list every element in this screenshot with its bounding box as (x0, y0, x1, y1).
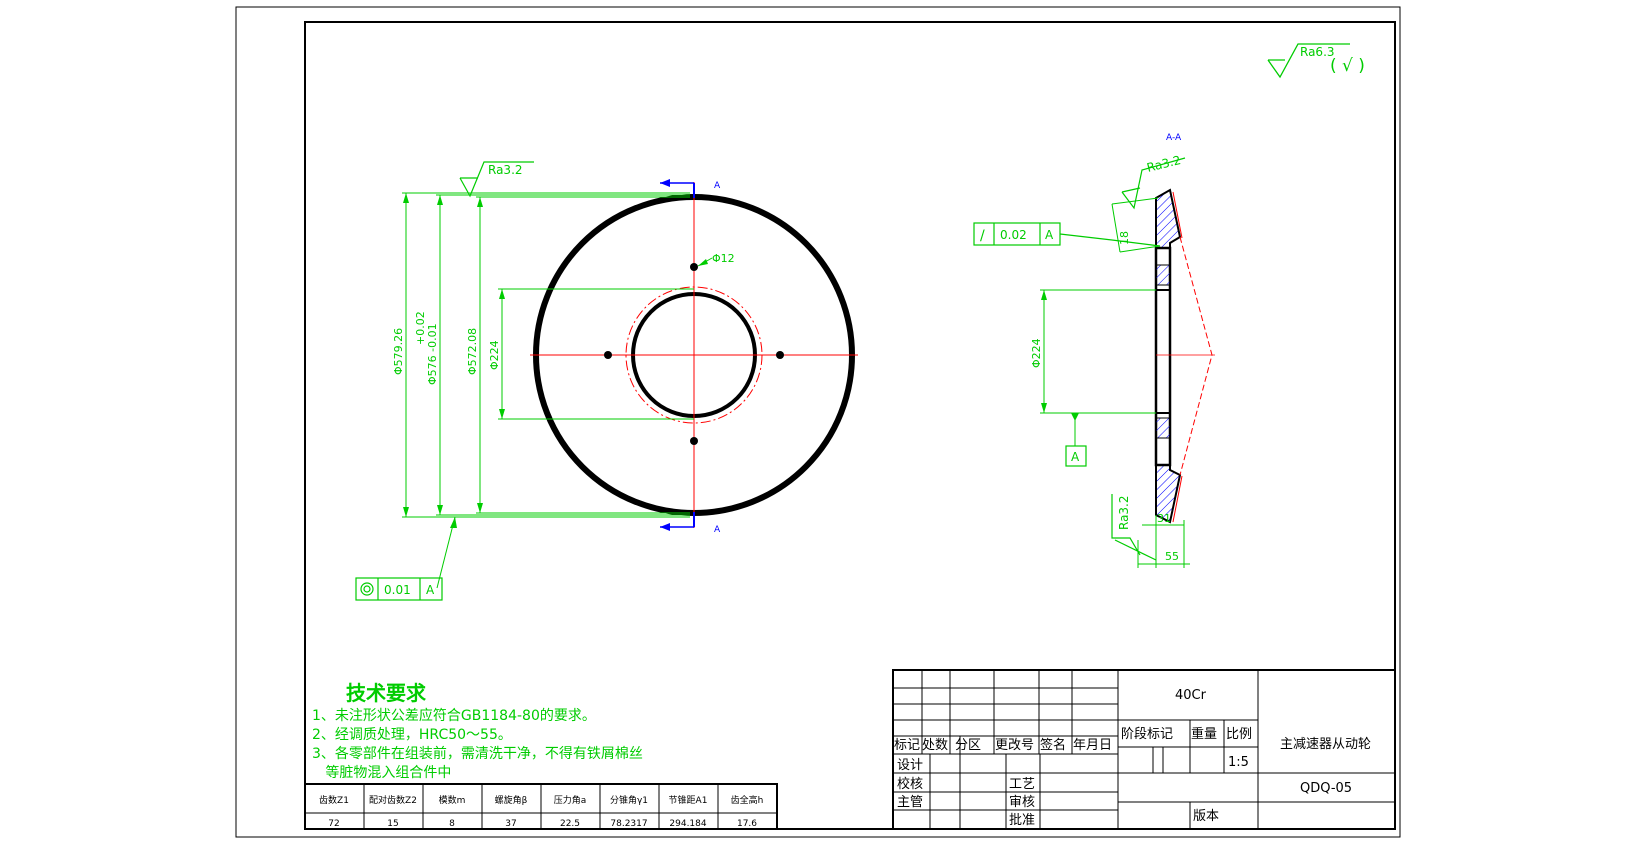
tb-label-design: 设计 (897, 758, 923, 773)
section-mark-bottom: A (714, 525, 721, 535)
bolt-hole-bottom (690, 437, 698, 445)
tb-label-process: 工艺 (1009, 777, 1035, 792)
gear-header-5: 压力角a (554, 794, 587, 806)
gear-value-4: 37 (505, 819, 516, 829)
tb-label-stage: 阶段标记 (1121, 727, 1173, 742)
tb-label-date: 年月日 (1073, 738, 1112, 753)
tb-label-zone: 分区 (955, 738, 981, 753)
front-gdt-value: 0.01 (384, 583, 411, 597)
gear-value-2: 15 (387, 819, 398, 829)
section-view-label: A-A (1166, 133, 1182, 143)
bolt-hole-top (690, 263, 698, 271)
gear-value-7: 294.184 (669, 819, 706, 829)
dim-hole-diameter: Φ12 (712, 252, 735, 265)
tb-part-name: 主减速器从动轮 (1280, 737, 1371, 752)
section-datum-label: A (1071, 450, 1080, 464)
tb-label-mark: 标记 (894, 738, 920, 753)
front-gdt-datum: A (426, 583, 435, 597)
section-gdt-datum: A (1045, 228, 1054, 242)
tech-req-item-1: 1、未注形状公差应符合GB1184-80的要求。 (312, 707, 596, 724)
tech-req-title: 技术要求 (346, 681, 427, 705)
tb-label-weight: 重量 (1191, 726, 1217, 742)
section-view: A-A / 0.02 A Ra3.2 18 (973, 133, 1215, 568)
tb-label-sign: 签名 (1040, 737, 1066, 753)
gear-header-3: 模数m (439, 794, 466, 806)
bolt-hole-left (604, 351, 612, 359)
tb-scale-value: 1:5 (1228, 755, 1249, 770)
title-block: 标记 处数 分区 更改号 签名 年月日 设计 校核 主管 工艺 审核 批准 阶段… (892, 669, 1396, 830)
tech-requirements: 技术要求 1、未注形状公差应符合GB1184-80的要求。 2、经调质处理，HR… (312, 681, 643, 781)
dim-outer-diameter: Φ579.26 (392, 328, 405, 375)
dim-tolerance-diameter: Φ576 -0.01 (426, 323, 439, 385)
tb-drawing-number: QDQ-05 (1300, 781, 1352, 796)
dim-bore-diameter: Φ224 (488, 340, 501, 370)
general-roughness-symbol: Ra6.3 ( √ ) (1267, 43, 1365, 79)
gear-header-8: 齿全高h (731, 794, 764, 806)
section-gdt-symbol: / (980, 228, 985, 244)
section-dim-18: 18 (1118, 231, 1131, 245)
tb-label-review: 审核 (1009, 795, 1035, 810)
gear-value-1: 72 (328, 819, 339, 829)
bolt-hole-right (776, 351, 784, 359)
gear-parameter-table: 齿数Z1 配对齿数Z2 模数m 螺旋角β 压力角a 分锥角γ1 节锥距A1 齿全… (304, 783, 778, 830)
dim-572-diameter: Φ572.08 (466, 328, 479, 375)
tb-label-approve: 批准 (1009, 813, 1035, 828)
tech-req-item-4: 等脏物混入组合件中 (312, 764, 451, 781)
section-dim-224: Φ224 (1030, 338, 1043, 368)
tb-material: 40Cr (1175, 688, 1207, 703)
gear-header-2: 配对齿数Z2 (369, 794, 417, 806)
general-roughness-label: Ra6.3 (1300, 45, 1335, 59)
tech-req-item-2: 2、经调质处理，HRC50～55。 (312, 727, 512, 743)
tb-label-supervisor: 主管 (897, 795, 923, 810)
gear-header-1: 齿数Z1 (319, 794, 349, 806)
gear-value-5: 22.5 (560, 819, 580, 829)
section-mark-top: A (714, 181, 721, 191)
tb-label-change: 更改号 (995, 738, 1034, 753)
tb-label-check: 校核 (897, 776, 923, 792)
tb-label-count: 处数 (922, 738, 948, 753)
section-roughness-bottom: Ra3.2 (1117, 495, 1131, 530)
section-roughness-top: Ra3.2 (1145, 153, 1182, 175)
dim-tolerance-upper: +0.02 (414, 311, 427, 345)
tb-label-edition: 版本 (1193, 809, 1219, 824)
section-dim-55: 55 (1165, 550, 1179, 563)
front-roughness-label: Ra3.2 (488, 163, 523, 177)
gear-value-3: 8 (449, 819, 455, 829)
tb-label-scale: 比例 (1226, 727, 1252, 742)
section-gdt-value: 0.02 (1000, 228, 1027, 242)
gear-value-6: 78.2317 (610, 819, 647, 829)
gear-header-6: 分锥角γ1 (610, 794, 648, 806)
front-view: A A Φ579.26 +0.02 (355, 161, 858, 601)
gear-value-8: 17.6 (737, 819, 757, 829)
general-roughness-note: ( √ ) (1330, 56, 1365, 76)
section-dim-31: 31 (1157, 512, 1171, 525)
tech-req-item-3: 3、各零部件在组装前，需清洗干净，不得有铁屑棉丝 (312, 745, 643, 762)
gear-header-4: 螺旋角β (495, 794, 528, 806)
gear-header-7: 节锥距A1 (669, 794, 708, 806)
inner-border (304, 21, 1396, 830)
outer-border (235, 6, 1401, 838)
